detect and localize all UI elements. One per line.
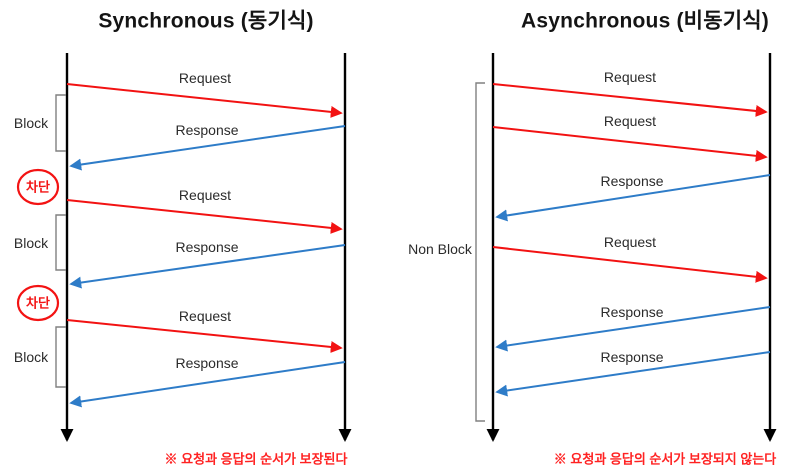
async-message-label: Response — [600, 304, 664, 320]
sync-block-label-3: Block — [13, 349, 49, 365]
sync-message-label: Request — [178, 308, 232, 324]
sync-message-label: Response — [175, 122, 239, 138]
async-message-label: Response — [600, 173, 664, 189]
sync-message-label: Request — [178, 187, 232, 203]
sync-title: Synchronous (동기식) — [98, 9, 314, 33]
async-message-label: Request — [603, 234, 657, 250]
async-title: Asynchronous (비동기식) — [521, 9, 769, 33]
async-request-arrow-3 — [492, 246, 768, 283]
sync-message-label: Response — [175, 239, 239, 255]
interrupt-label-1: 차단 — [26, 179, 50, 195]
async-nonblock-label: Non Block — [408, 241, 472, 257]
async-response-arrow-3 — [495, 351, 771, 397]
async-response-arrow-1 — [495, 174, 771, 222]
sync-message-label: Response — [175, 355, 239, 371]
async-request-arrow-2 — [492, 126, 768, 162]
sync-block-bracket-2 — [55, 214, 66, 271]
async-message-label: Request — [603, 113, 657, 129]
sync-response-arrow-2 — [69, 244, 346, 289]
async-request-arrow-1 — [492, 83, 768, 117]
interrupt-label-2: 차단 — [26, 295, 50, 311]
sync-block-label-1: Block — [13, 115, 49, 131]
sync-request-arrow-3 — [66, 319, 343, 353]
sync-block-bracket-1 — [55, 94, 66, 152]
async-response-arrow-2 — [495, 306, 771, 352]
sync-response-arrow-3 — [69, 361, 346, 408]
sync-message-label: Request — [178, 70, 232, 86]
interrupt-circle-1 — [16, 168, 60, 206]
async-footnote: ※ 요청과 응답의 순서가 보장되지 않는다 — [553, 451, 777, 467]
sync-request-arrow-2 — [66, 199, 343, 234]
sync-footnote: ※ 요청과 응답의 순서가 보장된다 — [164, 451, 348, 467]
sync-request-arrow-1 — [66, 83, 343, 118]
async-message-label: Response — [600, 349, 664, 365]
async-nonblock-bracket — [475, 82, 485, 422]
sync-response-arrow-1 — [69, 125, 346, 171]
sync-block-label-2: Block — [13, 235, 49, 251]
async-message-label: Request — [603, 69, 657, 85]
interrupt-circle-2 — [16, 284, 60, 322]
sync-block-bracket-3 — [55, 326, 66, 388]
